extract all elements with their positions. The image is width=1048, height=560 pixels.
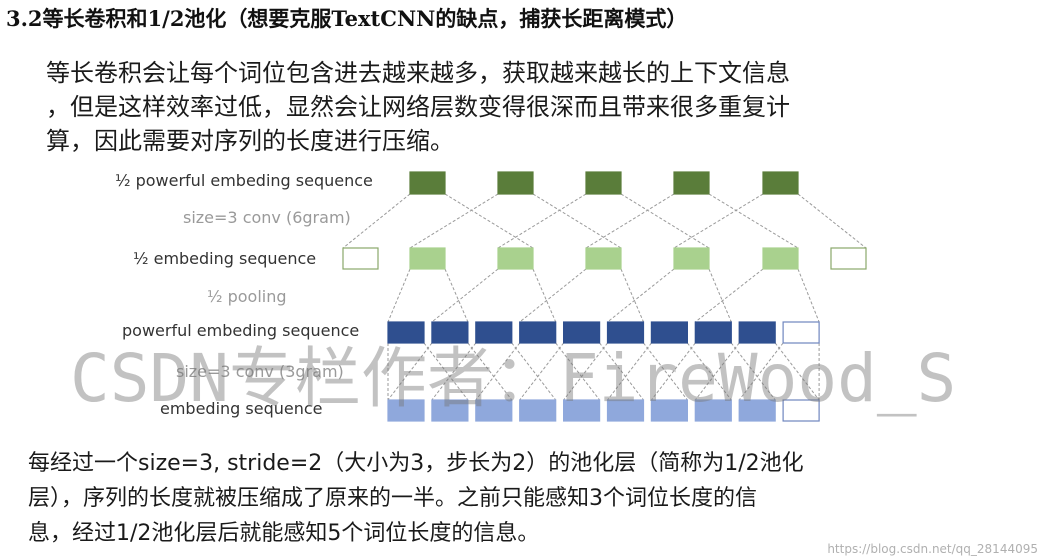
connector-line bbox=[497, 193, 587, 249]
outro-line: 层），序列的长度就被压缩成了原来的一半。之前只能感知3个词位长度的信 bbox=[28, 486, 757, 511]
connector-line bbox=[409, 193, 499, 249]
connector-line bbox=[387, 268, 411, 323]
embedding-block bbox=[606, 399, 645, 422]
connector-lines bbox=[342, 193, 867, 401]
label-half-powerful-sequence: ½ powerful embeding sequence bbox=[115, 171, 373, 190]
half-embedding-block bbox=[409, 247, 446, 270]
intro-paragraph: 等长卷积会让每个词位包含进去越来越多，获取越来越长的上下文信息 ，但是这样效率过… bbox=[46, 56, 986, 158]
connector-line bbox=[555, 342, 600, 401]
connector-line bbox=[475, 342, 521, 401]
label-embedding-sequence: embeding sequence bbox=[160, 399, 323, 418]
embedding-block bbox=[387, 399, 425, 422]
connector-line bbox=[620, 268, 644, 323]
outro-paragraph: 每经过一个size=3, stride=2（大小为3，步长为2）的池化层（简称为… bbox=[28, 446, 1018, 551]
connector-line bbox=[444, 193, 534, 249]
connector-line bbox=[431, 342, 477, 401]
half-embedding-block bbox=[497, 247, 534, 270]
half-powerful-block bbox=[762, 171, 799, 195]
half-embedding-block bbox=[673, 247, 710, 270]
label-conv-6gram: size=3 conv (6gram) bbox=[183, 208, 351, 227]
connector-line bbox=[607, 342, 652, 401]
source-credit: https://blog.csdn.net/qq_28144095 bbox=[827, 542, 1038, 556]
powerful-block bbox=[694, 321, 732, 344]
embedding-block bbox=[694, 399, 732, 422]
connector-line bbox=[673, 193, 764, 249]
powerful-block bbox=[519, 321, 557, 344]
embedding-block bbox=[738, 399, 776, 422]
connector-line bbox=[423, 342, 469, 401]
connector-line bbox=[708, 268, 732, 323]
half-embedding-block bbox=[585, 247, 622, 270]
half-powerful-block bbox=[497, 171, 534, 195]
intro-line: 等长卷积会让每个词位包含进去越来越多，获取越来越长的上下文信息 bbox=[46, 59, 790, 87]
powerful-block bbox=[562, 321, 601, 344]
connector-line bbox=[708, 193, 799, 249]
connector-line bbox=[651, 342, 696, 401]
outro-line: 息，经过1/2池化层后就能感知5个词位长度的信息。 bbox=[28, 521, 540, 546]
half-powerful-block bbox=[585, 171, 622, 195]
half-powerful-block bbox=[409, 171, 446, 195]
sequence-blocks bbox=[342, 171, 867, 422]
half-embedding-block bbox=[762, 247, 799, 270]
connector-line bbox=[797, 193, 867, 249]
connector-line bbox=[738, 342, 784, 401]
powerful-block bbox=[475, 321, 513, 344]
powerful-padding-block bbox=[782, 321, 820, 344]
label-conv-3gram: size=3 conv (3gram) bbox=[176, 362, 344, 381]
half-powerful-block bbox=[673, 171, 710, 195]
powerful-block bbox=[738, 321, 776, 344]
intro-line: ，但是这样效率过低，显然会让网络层数变得很深而且带来很多重复计 bbox=[46, 93, 790, 121]
half-embedding-padding-block bbox=[342, 247, 379, 270]
connector-line bbox=[599, 342, 644, 401]
connector-line bbox=[519, 342, 564, 401]
connector-line bbox=[774, 342, 820, 401]
connector-line bbox=[585, 193, 675, 249]
connector-line bbox=[687, 342, 732, 401]
connector-line bbox=[519, 268, 587, 323]
outro-line: 每经过一个size=3, stride=2（大小为3，步长为2）的池化层（简称为… bbox=[28, 451, 804, 476]
embedding-block bbox=[431, 399, 469, 422]
embedding-padding-block bbox=[782, 399, 820, 422]
embedding-block bbox=[475, 399, 513, 422]
intro-line: 算，因此需要对序列的长度进行压缩。 bbox=[46, 127, 454, 155]
powerful-block bbox=[431, 321, 469, 344]
connector-line bbox=[387, 342, 433, 401]
powerful-block bbox=[606, 321, 645, 344]
connector-line bbox=[511, 342, 557, 401]
connector-line bbox=[467, 342, 513, 401]
connector-line bbox=[694, 268, 764, 323]
powerful-block bbox=[650, 321, 689, 344]
connector-line bbox=[643, 342, 688, 401]
half-embedding-padding-block bbox=[830, 247, 867, 270]
connector-line bbox=[730, 342, 776, 401]
section-heading: 3.2等长卷积和1/2池化（想要克服TextCNN的缺点，捕获长距离模式） bbox=[6, 6, 688, 31]
connector-line bbox=[607, 268, 675, 323]
connector-line bbox=[563, 342, 608, 401]
connector-line bbox=[342, 193, 411, 249]
embedding-block bbox=[650, 399, 689, 422]
powerful-block bbox=[387, 321, 425, 344]
label-half-pooling: ½ pooling bbox=[207, 287, 287, 306]
embedding-block bbox=[519, 399, 557, 422]
connector-line bbox=[620, 193, 710, 249]
connector-line bbox=[532, 193, 622, 249]
connector-line bbox=[431, 268, 499, 323]
connector-line bbox=[694, 342, 740, 401]
label-powerful-sequence: powerful embeding sequence bbox=[122, 321, 359, 340]
embedding-block bbox=[562, 399, 601, 422]
label-half-embedding-sequence: ½ embeding sequence bbox=[133, 249, 316, 268]
connector-line bbox=[797, 268, 820, 323]
